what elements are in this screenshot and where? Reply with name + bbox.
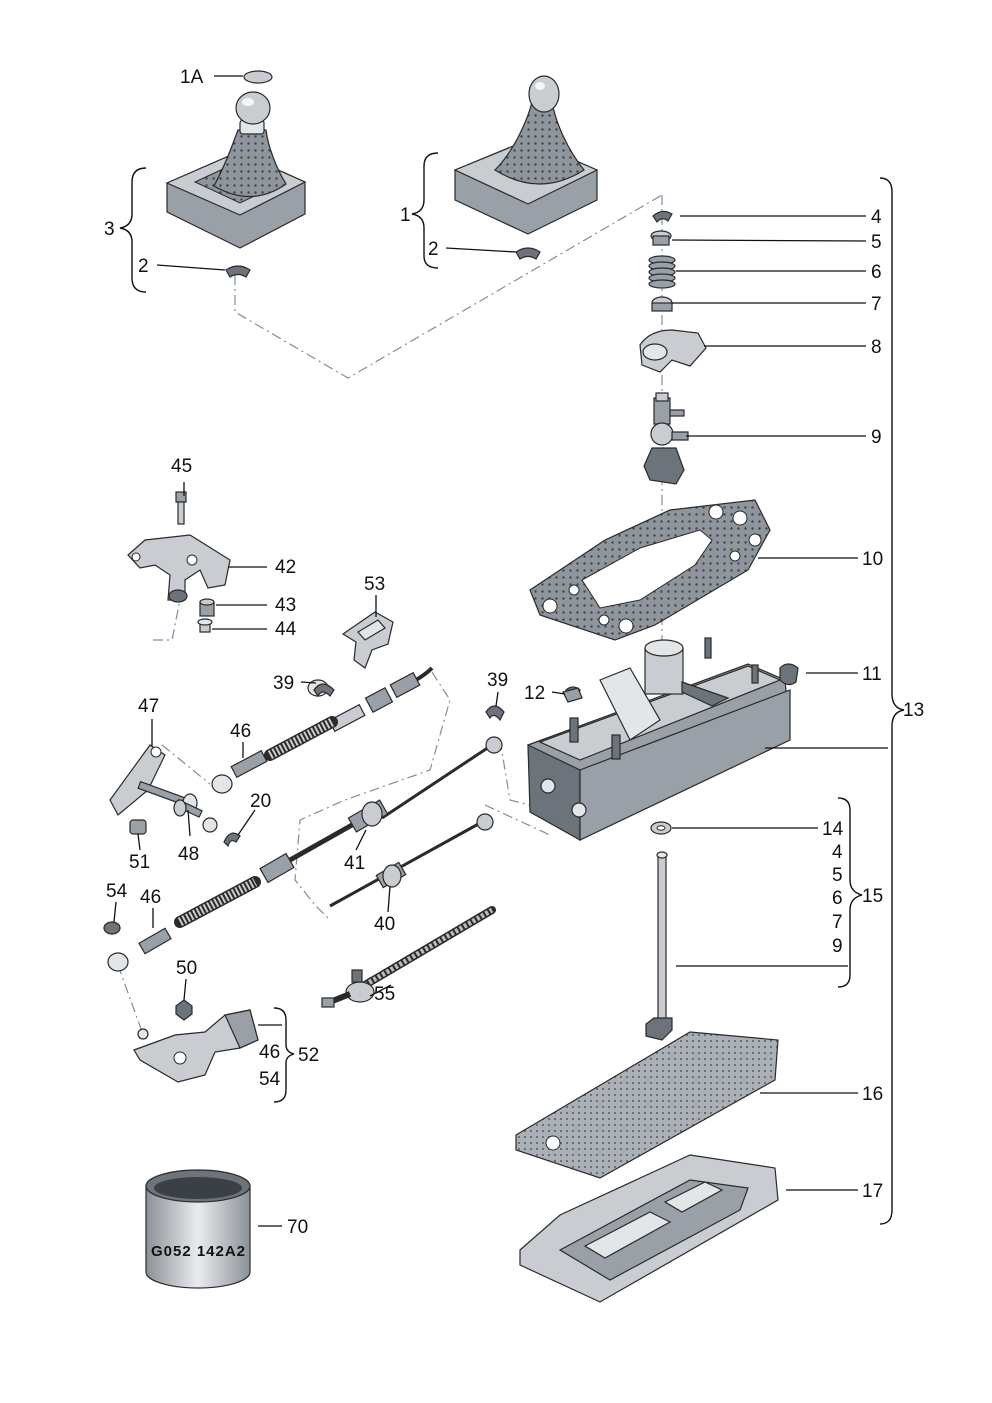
bracket-assembly bbox=[127, 491, 231, 633]
grouping-brackets bbox=[119, 152, 905, 1225]
callout-14: 14 bbox=[822, 819, 844, 840]
callout-42: 42 bbox=[275, 557, 296, 578]
gear-knob-assembly-left bbox=[165, 70, 307, 278]
callout-39: 39 bbox=[487, 670, 508, 691]
callout-1: 1 bbox=[400, 205, 411, 226]
callout-46: 46 bbox=[259, 1042, 280, 1063]
shift-cable-upper bbox=[211, 666, 434, 794]
callout-45: 45 bbox=[171, 456, 192, 477]
callout-4: 4 bbox=[871, 207, 882, 228]
callout-70: 70 bbox=[287, 1217, 308, 1238]
shift-housing bbox=[527, 637, 799, 842]
callout-40: 40 bbox=[374, 914, 395, 935]
callout-6: 6 bbox=[832, 888, 843, 909]
gear-knob-assembly-right bbox=[453, 75, 599, 260]
callout-10: 10 bbox=[862, 549, 883, 570]
insulation-plate bbox=[515, 1031, 779, 1179]
callout-53: 53 bbox=[364, 574, 385, 595]
callout-11: 11 bbox=[862, 664, 882, 685]
base-tray bbox=[519, 1154, 779, 1303]
callout-51: 51 bbox=[129, 852, 150, 873]
callout-9: 9 bbox=[832, 936, 843, 957]
callout-48: 48 bbox=[178, 844, 199, 865]
callout-6: 6 bbox=[871, 262, 882, 283]
callout-17: 17 bbox=[862, 1181, 883, 1202]
callout-1A: 1A bbox=[180, 67, 204, 88]
tool-sleeve: G052 142A2 bbox=[145, 1169, 251, 1289]
selector-lever-parts bbox=[109, 683, 583, 848]
clip-part bbox=[341, 611, 394, 669]
shift-lever-stack bbox=[639, 210, 707, 485]
callout-2: 2 bbox=[138, 256, 149, 277]
callout-labels: 1A 3 2 1 2 4 5 6 7 8 9 45 42 43 44 10 53… bbox=[104, 67, 924, 1238]
callout-13: 13 bbox=[903, 700, 924, 721]
callout-20: 20 bbox=[250, 791, 271, 812]
callout-5: 5 bbox=[871, 232, 882, 253]
callout-7: 7 bbox=[871, 294, 882, 315]
stamp-text: G052 142A2 bbox=[151, 1243, 245, 1260]
callout-12: 12 bbox=[524, 683, 545, 704]
callout-4: 4 bbox=[832, 842, 843, 863]
callout-15: 15 bbox=[862, 886, 883, 907]
callout-5: 5 bbox=[832, 865, 843, 886]
shaft-parts bbox=[645, 821, 673, 1041]
callout-50: 50 bbox=[176, 958, 197, 979]
callout-39: 39 bbox=[273, 673, 294, 694]
callout-41: 41 bbox=[344, 853, 365, 874]
callout-16: 16 bbox=[862, 1084, 883, 1105]
callout-47: 47 bbox=[138, 696, 159, 717]
callout-46: 46 bbox=[230, 721, 251, 742]
callout-44: 44 bbox=[275, 619, 297, 640]
shift-cable-lower bbox=[107, 736, 503, 972]
callout-52: 52 bbox=[298, 1045, 319, 1066]
callout-8: 8 bbox=[871, 337, 882, 358]
callout-54: 54 bbox=[259, 1069, 281, 1090]
relay-lever-assembly bbox=[103, 921, 259, 1083]
callout-55: 55 bbox=[374, 984, 395, 1005]
callout-9: 9 bbox=[871, 427, 882, 448]
callout-43: 43 bbox=[275, 595, 296, 616]
callout-54: 54 bbox=[106, 881, 128, 902]
callout-3: 3 bbox=[104, 219, 115, 240]
callout-2: 2 bbox=[428, 239, 439, 260]
gasket bbox=[529, 499, 771, 641]
callout-7: 7 bbox=[832, 912, 843, 933]
callout-46: 46 bbox=[140, 887, 161, 908]
leader-lines bbox=[113, 75, 888, 1227]
cable-tie bbox=[321, 906, 496, 1008]
